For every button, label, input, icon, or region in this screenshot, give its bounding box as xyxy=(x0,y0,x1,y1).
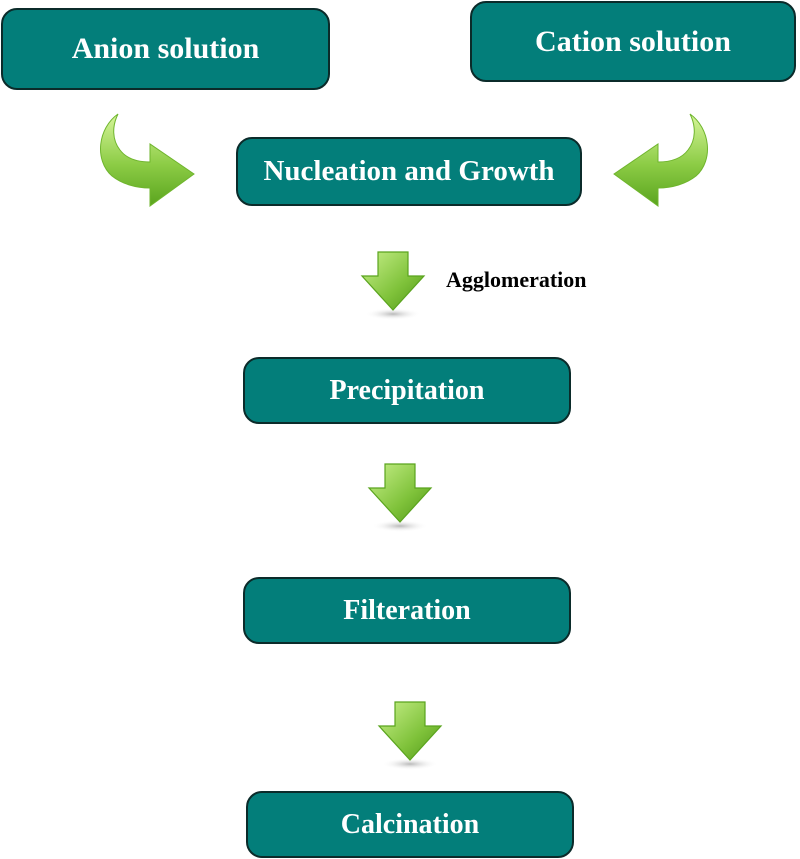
agglomeration-label: Agglomeration xyxy=(446,267,587,292)
cation-solution-label: Cation solution xyxy=(535,24,731,58)
anion-solution-box: Anion solution xyxy=(1,8,330,90)
anion-solution-label: Anion solution xyxy=(71,32,260,65)
precipitation-label: Precipitation xyxy=(329,374,485,406)
curved-arrow-left-icon xyxy=(613,113,708,207)
down-arrow-icon xyxy=(367,463,433,532)
nucleation-growth-box: Nucleation and Growth xyxy=(236,137,582,206)
calcination-box: Calcination xyxy=(246,791,574,858)
precipitation-box: Precipitation xyxy=(243,357,571,424)
nucleation-growth-label: Nucleation and Growth xyxy=(263,155,555,187)
down-arrow-icon xyxy=(360,251,426,320)
filtration-box: Filteration xyxy=(243,577,571,644)
curved-arrow-right-icon xyxy=(100,113,195,207)
filtration-label: Filteration xyxy=(343,594,471,626)
cation-solution-box: Cation solution xyxy=(470,1,796,82)
down-arrow-icon xyxy=(377,701,443,770)
calcination-label: Calcination xyxy=(340,808,480,840)
